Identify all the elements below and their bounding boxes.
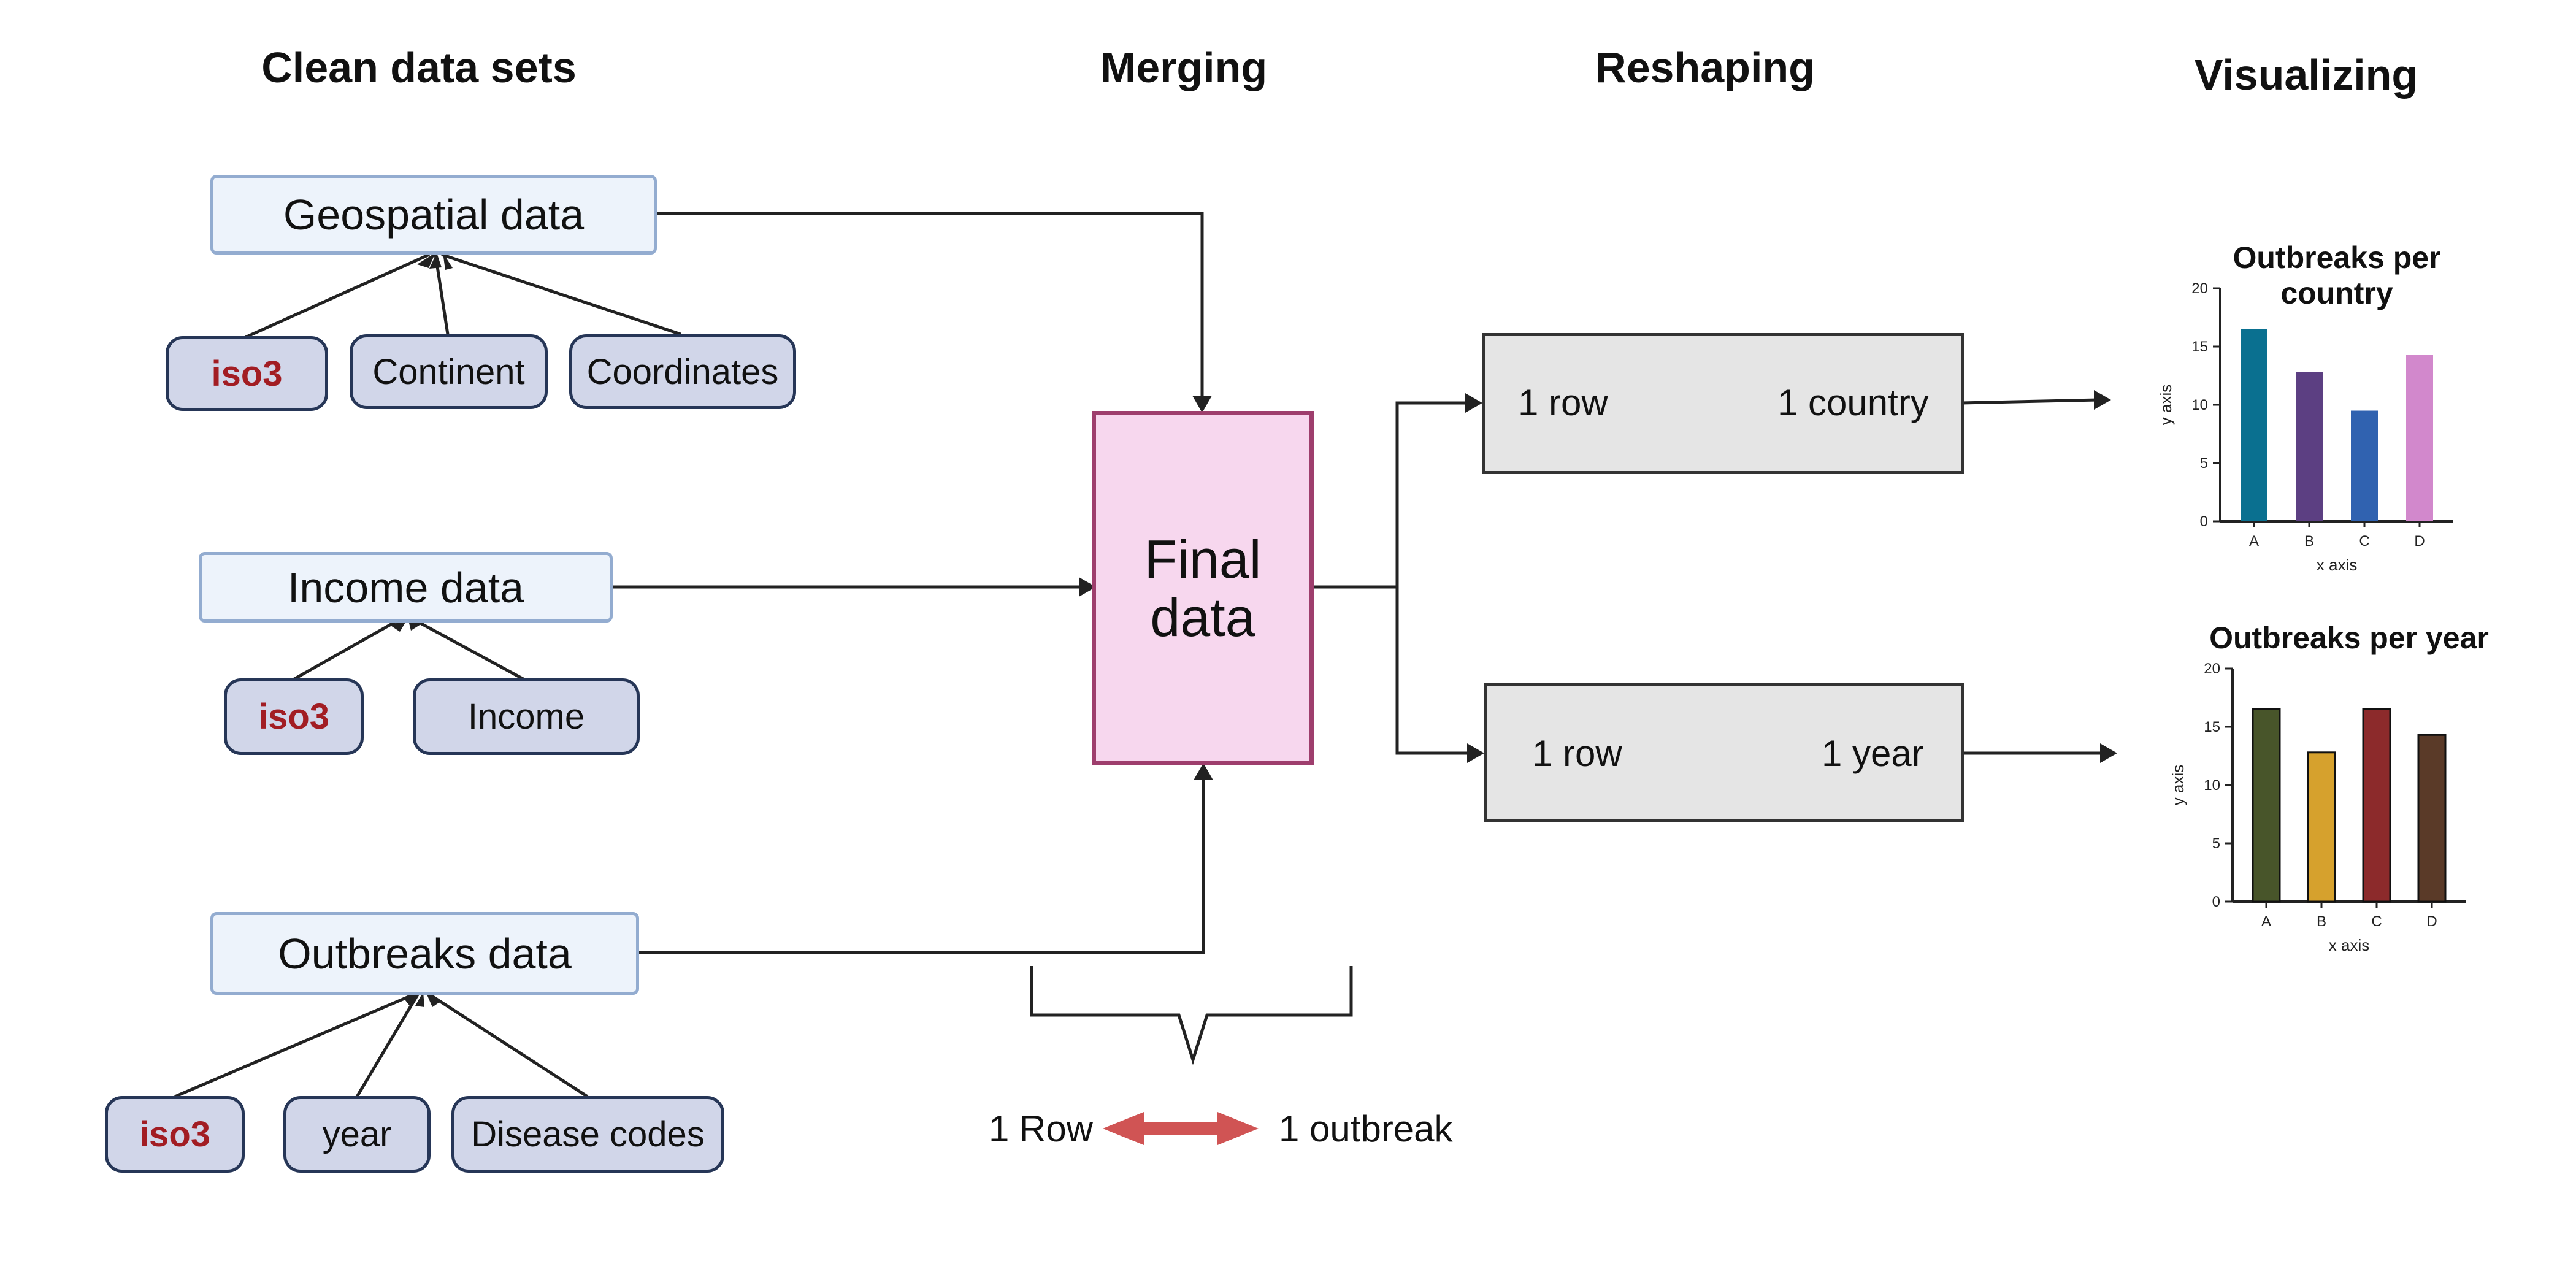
double-arrow-merge [1103, 1112, 1259, 1145]
y-tick-label: 5 [2212, 835, 2220, 852]
income-data-label: Income data [287, 563, 524, 611]
merge-rule-right: 1 outbreak [1279, 1108, 1453, 1149]
heading-visualizing: Visualizing [2194, 51, 2418, 99]
income-attr-iso3: iso3 [224, 678, 364, 755]
y-tick-label: 15 [2191, 339, 2208, 355]
y-axis-label: y axis [2156, 385, 2175, 425]
x-tick-label: C [2371, 913, 2382, 930]
geospatial-attr-coordinates: Coordinates [569, 334, 796, 409]
final-data-line1: Final [1144, 528, 1262, 589]
x-tick-label: D [2414, 533, 2425, 550]
y-tick-label: 0 [2212, 894, 2220, 910]
x-tick-label: B [2304, 533, 2314, 550]
geospatial-data-label: Geospatial data [283, 191, 585, 239]
y-tick-label: 0 [2200, 513, 2208, 530]
income-attr-income: Income [413, 678, 640, 755]
x-tick-label: B [2317, 913, 2326, 930]
heading-merging: Merging [1100, 44, 1268, 91]
bar [2406, 355, 2433, 521]
bar [2417, 734, 2447, 903]
income-data-box: Income data [199, 552, 613, 623]
y-tick-label: 20 [2204, 662, 2220, 677]
geospatial-attr-continent: Continent [350, 334, 548, 409]
merge-rule-left: 1 Row [989, 1108, 1094, 1149]
reshape-year-left: 1 row [1532, 733, 1622, 774]
geospatial-attr-iso3: iso3 [166, 336, 328, 411]
outbreaks-attr-iso3: iso3 [105, 1096, 245, 1173]
bar [2252, 708, 2281, 903]
chart-outbreaks-per-country: 0 5 10 15 20A B C Dx axis y axis [2156, 282, 2453, 574]
bar [2307, 751, 2336, 903]
y-tick-label: 10 [2191, 397, 2208, 413]
reshape-country-right: 1 country [1777, 382, 1929, 423]
reshape-year-right: 1 year [1822, 733, 1924, 774]
x-tick-label: A [2249, 533, 2259, 550]
y-tick-label: 5 [2200, 455, 2208, 472]
x-axis-label: x axis [2329, 936, 2369, 954]
bar [2296, 372, 2323, 521]
final-data-line2: data [1150, 587, 1255, 648]
bar [2241, 329, 2267, 521]
outbreaks-attr-disease-codes: Disease codes [451, 1096, 724, 1173]
bar [2351, 410, 2378, 521]
chart-outbreaks-per-year: 0 5 10 15 20A B C Dx axis y axis [2169, 662, 2466, 954]
chart-year-title: Outbreaks per year [2209, 621, 2489, 655]
outbreaks-attr-year: year [283, 1096, 431, 1173]
x-tick-label: A [2261, 913, 2271, 930]
x-axis-label: x axis [2317, 556, 2357, 574]
y-axis-label: y axis [2169, 765, 2187, 805]
heading-reshaping: Reshaping [1595, 44, 1815, 91]
reshape-year-box [1484, 683, 1964, 822]
y-tick-label: 10 [2204, 777, 2220, 794]
outbreaks-data-box: Outbreaks data [210, 912, 639, 995]
y-tick-label: 20 [2191, 282, 2208, 297]
final-data-box: Final data [1092, 411, 1314, 765]
y-tick-label: 15 [2204, 719, 2220, 735]
x-tick-label: C [2359, 533, 2369, 550]
bar [2362, 708, 2391, 903]
outbreaks-data-label: Outbreaks data [278, 929, 572, 978]
reshape-country-box [1482, 333, 1964, 474]
x-tick-label: D [2426, 913, 2437, 930]
reshape-country-left: 1 row [1518, 382, 1608, 423]
chart-country-title: Outbreaks per country [2233, 240, 2441, 310]
geospatial-data-box: Geospatial data [210, 175, 657, 255]
heading-clean-data-sets: Clean data sets [261, 44, 577, 91]
